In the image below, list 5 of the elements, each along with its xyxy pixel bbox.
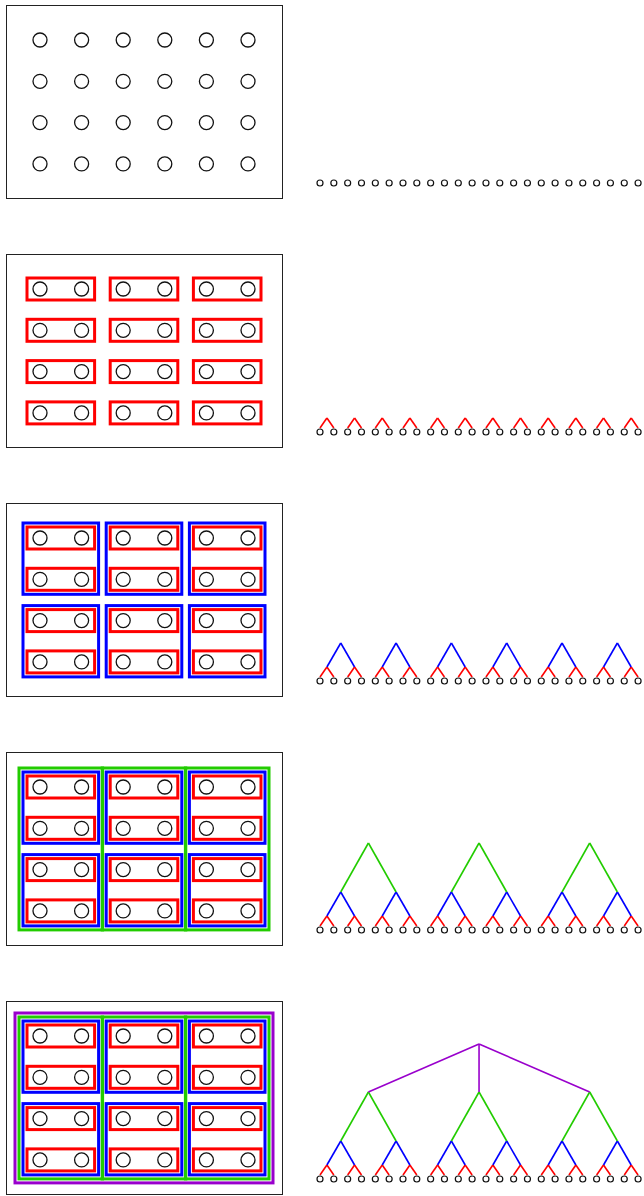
panel-box: [6, 254, 283, 448]
panel-box: [6, 752, 283, 946]
panel-box: [6, 503, 283, 697]
panel-box: [6, 1001, 283, 1195]
panel-box: [6, 5, 283, 199]
